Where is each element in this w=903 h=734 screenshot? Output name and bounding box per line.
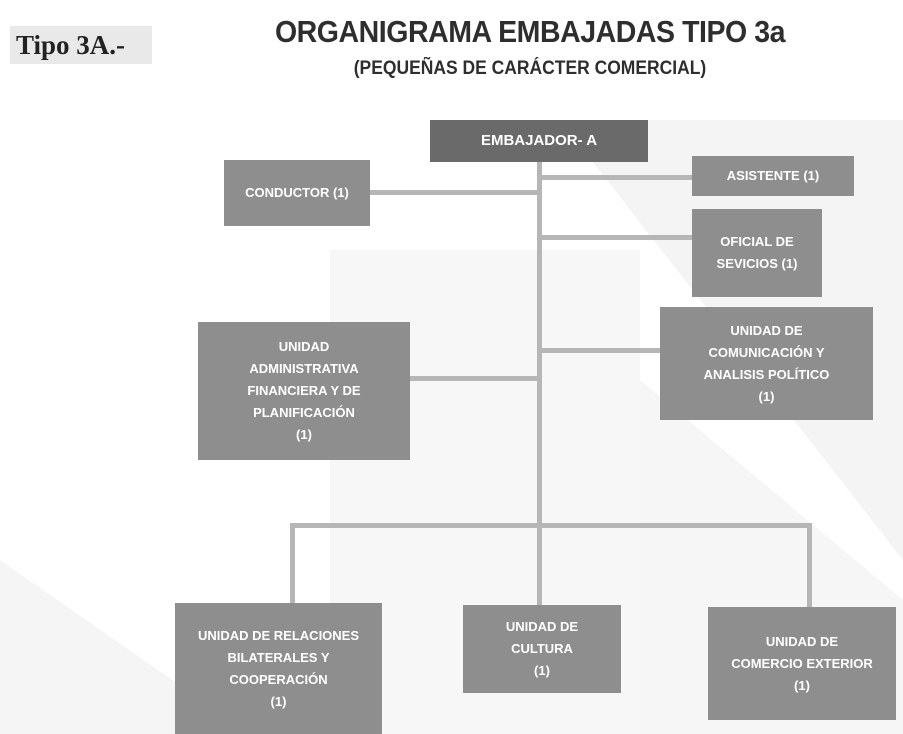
conductor-box: CONDUCTOR (1) bbox=[224, 160, 370, 226]
connector-asistente bbox=[542, 175, 692, 180]
connector-trunk bbox=[537, 160, 542, 528]
embajador-box: EMBAJADOR- A bbox=[430, 120, 648, 162]
connector-relaciones bbox=[290, 523, 295, 603]
oficial-servicios-box: OFICIAL DE SEVICIOS (1) bbox=[692, 209, 822, 297]
connector-conductor bbox=[370, 190, 537, 195]
page-subtitle: (PEQUEÑAS DE CARÁCTER COMERCIAL) bbox=[353, 58, 707, 79]
unidad-comunicacion-box: UNIDAD DE COMUNICACIÓN Y ANALISIS POLÍTI… bbox=[660, 307, 873, 420]
diagram-type-tag: Tipo 3A.- bbox=[10, 26, 152, 64]
connector-comercio bbox=[807, 523, 812, 607]
page-title: ORGANIGRAMA EMBAJADAS TIPO 3a bbox=[274, 14, 786, 49]
unidad-comercio-box: UNIDAD DE COMERCIO EXTERIOR (1) bbox=[708, 607, 896, 720]
connector-oficial bbox=[542, 235, 692, 240]
connector-administrativa bbox=[410, 376, 537, 381]
asistente-box: ASISTENTE (1) bbox=[692, 156, 854, 196]
unidad-cultura-box: UNIDAD DE CULTURA (1) bbox=[463, 605, 621, 693]
unidad-administrativa-box: UNIDAD ADMINISTRATIVA FINANCIERA Y DE PL… bbox=[198, 322, 410, 460]
connector-comunicacion bbox=[542, 348, 660, 353]
connector-bottom-bus bbox=[290, 523, 812, 528]
unidad-relaciones-box: UNIDAD DE RELACIONES BILATERALES Y COOPE… bbox=[175, 603, 382, 734]
connector-cultura bbox=[537, 523, 542, 605]
